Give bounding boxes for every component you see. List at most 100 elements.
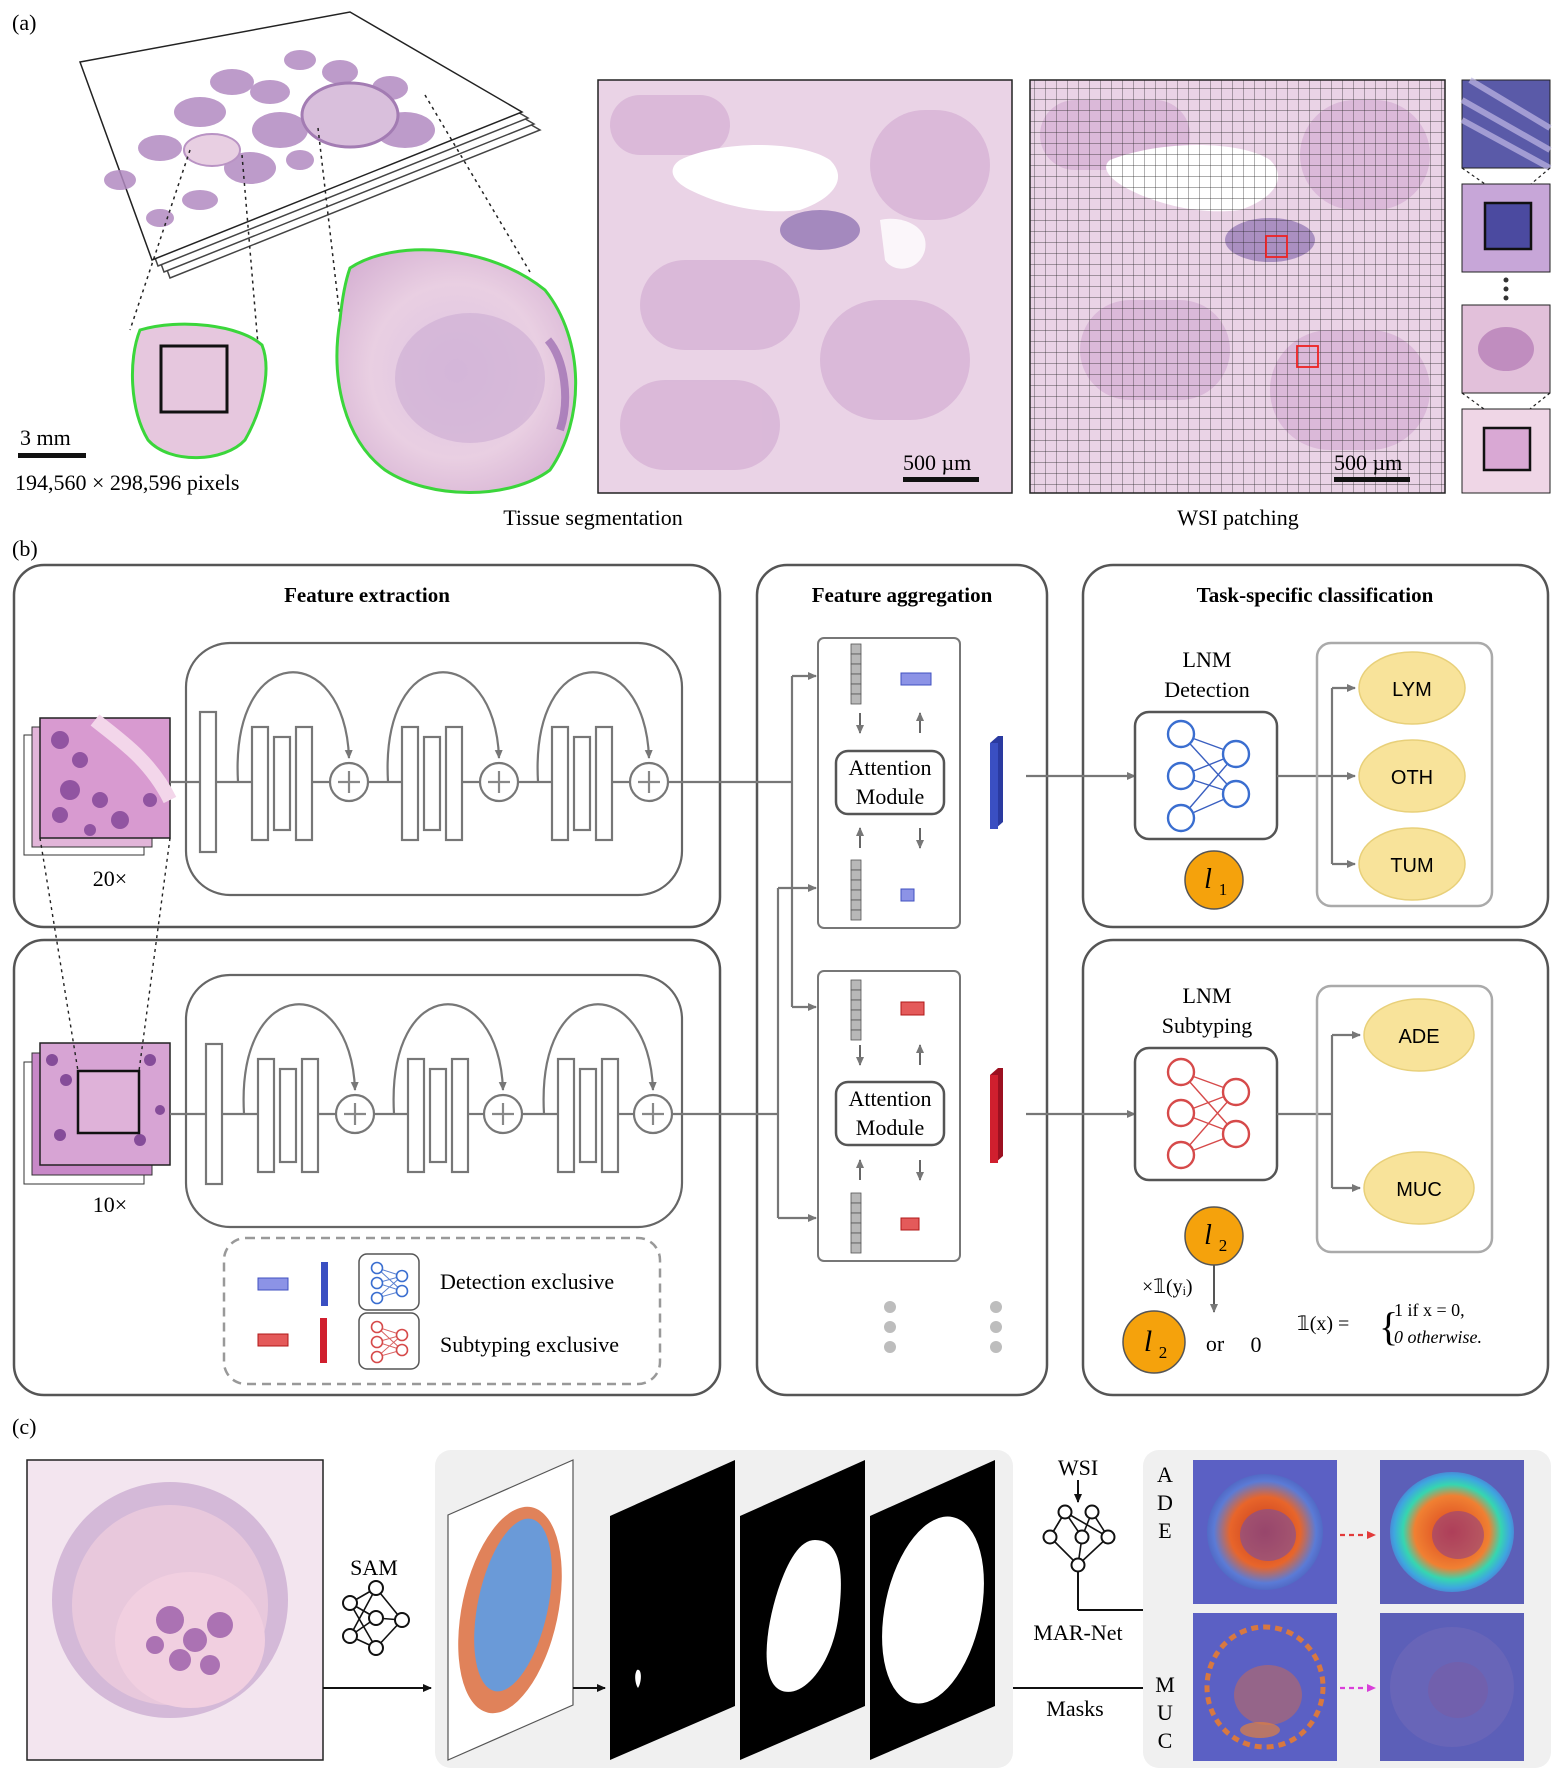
- wsi-slide-stack: [78, 11, 542, 279]
- sam-label: SAM: [350, 1555, 398, 1580]
- muc-letter-u: U: [1157, 1700, 1173, 1725]
- aggregation-module-bottom: [817, 970, 961, 1262]
- ade-letter-d: D: [1157, 1490, 1173, 1515]
- loss-l2-result-subscript: 2: [1159, 1343, 1168, 1362]
- tissue-segmentation-image: [597, 79, 1013, 494]
- loss-l2-badge: [1184, 1206, 1244, 1266]
- slide-feature-subtyping: [990, 1068, 1003, 1163]
- task-classification-box-subtyping: [1081, 938, 1550, 1397]
- muc-letter-c: C: [1158, 1728, 1173, 1753]
- class-muc-label: MUC: [1396, 1179, 1442, 1201]
- indicator-case-2: 0 otherwise.: [1394, 1327, 1482, 1347]
- detection-class-arrows: [1330, 684, 1356, 868]
- indicator-multiplier: ×𝟙(yᵢ): [1142, 1276, 1193, 1298]
- indicator-brace: {: [1379, 1304, 1398, 1349]
- legend-detection-swatches: [257, 1253, 420, 1311]
- loss-l1-subscript: 1: [1219, 880, 1228, 899]
- muc-letter-m: M: [1155, 1672, 1175, 1697]
- detection-classes-box: [1315, 641, 1494, 908]
- loss-l2-symbol: l: [1204, 1220, 1212, 1251]
- patch-thumbnails: [1460, 77, 1552, 494]
- slide-dimensions: 194,560 × 298,596 pixels: [15, 470, 239, 495]
- continuation-dots: [884, 1301, 1002, 1353]
- feature-aggregation-box: [755, 563, 1049, 1397]
- feature-aggregation-title: Feature aggregation: [812, 583, 993, 607]
- indicator-case-1: 1 if x = 0,: [1394, 1300, 1465, 1320]
- panel-a-label: (a): [12, 10, 36, 35]
- feature-extraction-box-10x: [12, 938, 722, 1397]
- caption-wsi-patching: WSI patching: [1177, 505, 1299, 530]
- attention-module-bottom-line2: Module: [856, 1115, 924, 1140]
- marnet-label: MAR-Net: [1033, 1620, 1122, 1645]
- heatmap-muc-raw: [1193, 1613, 1337, 1761]
- legend-box: [222, 1236, 662, 1386]
- aggregation-routing: [776, 672, 817, 1222]
- subtyping-class-arrows: [1330, 1031, 1361, 1192]
- panel-b-label: (b): [12, 536, 38, 561]
- feature-extraction-box-20x: [12, 563, 722, 929]
- mask-2: [740, 1460, 865, 1760]
- class-oth-label: OTH: [1391, 767, 1433, 789]
- input-wsi-image: [26, 1459, 324, 1761]
- patch-stack-10x: [23, 1042, 171, 1185]
- attention-module-top-line1: Attention: [848, 755, 931, 780]
- legend-subtyping-swatches: [257, 1312, 420, 1370]
- lnm-detection-line1: LNM: [1183, 647, 1232, 672]
- wsi-patching-image: [1029, 79, 1446, 494]
- loss-l1-symbol: l: [1204, 864, 1212, 895]
- heatmap-muc-refined: [1380, 1613, 1524, 1761]
- subtyping-network-icon: [1133, 1046, 1279, 1182]
- mask-1: [610, 1460, 735, 1760]
- wsi-label: WSI: [1058, 1455, 1098, 1480]
- resnet-backbone-20x: [170, 641, 792, 897]
- marnet-network-icon: [1042, 1504, 1116, 1573]
- attention-module-top-line2: Module: [856, 784, 924, 809]
- panel-c-label: (c): [12, 1414, 36, 1439]
- scalebar-slide: [18, 453, 86, 458]
- loss-l1-badge: [1184, 850, 1244, 910]
- scalebar-patch-label: 500 µm: [1334, 450, 1402, 475]
- class-tum: [1358, 827, 1466, 901]
- detection-network-icon: [1133, 710, 1279, 841]
- feature-extraction-title: Feature extraction: [284, 583, 450, 607]
- caption-tissue-segmentation: Tissue segmentation: [503, 505, 682, 530]
- ade-letter-a: A: [1157, 1462, 1173, 1487]
- task-classification-title: Task-specific classification: [1197, 583, 1434, 607]
- sam-network-icon: [342, 1580, 410, 1656]
- class-tum-label: TUM: [1390, 855, 1433, 877]
- magnification-10x: 10×: [93, 1192, 127, 1217]
- heatmap-ade-refined: [1380, 1460, 1524, 1604]
- class-ade: [1363, 998, 1475, 1072]
- segmented-tissue-large: [335, 248, 578, 494]
- segmented-tissue-small: [131, 322, 268, 460]
- class-muc: [1363, 1151, 1475, 1225]
- slide-feature-detection: [990, 736, 1003, 829]
- loss-l2-subscript: 2: [1219, 1236, 1228, 1255]
- or-text: or: [1206, 1331, 1225, 1356]
- class-lym-label: LYM: [1392, 679, 1432, 701]
- resnet-backbone-10x: [170, 973, 778, 1229]
- class-oth: [1358, 739, 1466, 813]
- patch-stack-20x: [23, 714, 177, 856]
- lnm-subtyping-line1: LNM: [1183, 983, 1232, 1008]
- lnm-detection-line2: Detection: [1164, 677, 1250, 702]
- attention-module-bottom-line1: Attention: [848, 1086, 931, 1111]
- loss-l2-result-badge: [1122, 1310, 1186, 1374]
- scalebar-slide-label: 3 mm: [20, 425, 71, 450]
- ade-letter-e: E: [1158, 1518, 1171, 1543]
- masks-label: Masks: [1046, 1696, 1103, 1721]
- task-classification-box-detection: [1081, 563, 1550, 929]
- subtyping-classes-box: [1315, 984, 1494, 1254]
- scalebar-tissue-label: 500 µm: [903, 450, 971, 475]
- class-ade-label: ADE: [1398, 1026, 1439, 1048]
- class-lym: [1358, 651, 1466, 725]
- zero-text: 0: [1251, 1332, 1262, 1357]
- indicator-definition-lhs: 𝟙(x) =: [1297, 1313, 1349, 1335]
- loss-l2-result-symbol: l: [1144, 1325, 1152, 1358]
- sam-overlay-slide: [447, 1459, 574, 1761]
- magnification-20x: 20×: [93, 866, 127, 891]
- aggregation-module-top: [817, 637, 961, 929]
- lnm-subtyping-line2: Subtyping: [1162, 1013, 1252, 1038]
- heatmap-ade-raw: [1193, 1460, 1337, 1604]
